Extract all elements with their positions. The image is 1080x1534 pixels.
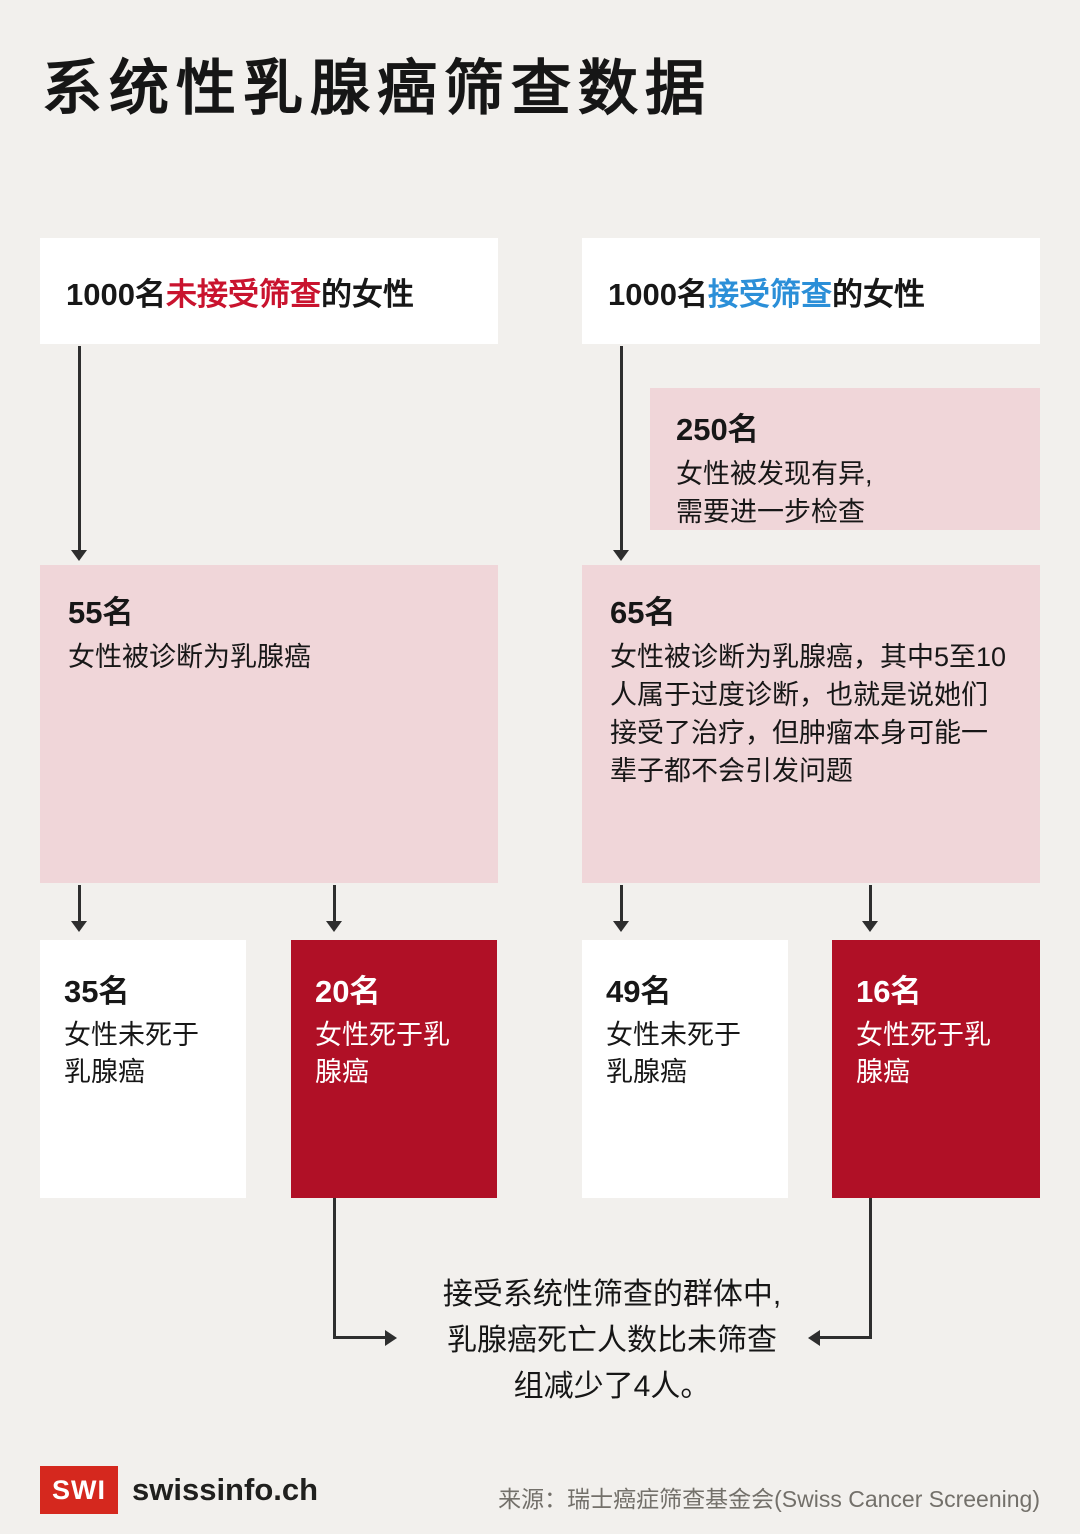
source-text: 来源：瑞士癌症筛查基金会(Swiss Cancer Screening)	[498, 1486, 1040, 1512]
conclusion-line-3: 组减少了4人。	[513, 1370, 711, 1403]
unscreened-died-box: 20名 女性死于乳腺癌	[291, 940, 497, 1198]
conclusion-line-2: 乳腺癌死亡人数比未筛查	[447, 1324, 777, 1357]
screened-survived-count: 49名	[606, 974, 672, 1009]
screened-header-highlight: 接受筛查	[707, 276, 832, 312]
down-arrow-icon	[862, 885, 878, 932]
unscreened-died-text: 女性死于乳腺癌	[315, 1020, 450, 1087]
arrow-horizontal-segment	[820, 1336, 872, 1339]
screened-survived-text: 女性未死于乳腺癌	[606, 1020, 741, 1087]
swi-logo: SWI	[40, 1466, 118, 1514]
screened-died-count: 16名	[856, 974, 922, 1009]
unscreened-header-box: 1000名未接受筛查的女性	[40, 238, 498, 344]
conclusion-text: 接受系统性筛查的群体中, 乳腺癌死亡人数比未筛查 组减少了4人。	[402, 1272, 822, 1410]
recall-box: 250名 女性被发现有异, 需要进一步检查	[650, 388, 1040, 530]
screened-survived-box: 49名 女性未死于乳腺癌	[582, 940, 788, 1198]
screened-header-prefix: 1000名	[608, 276, 708, 312]
arrow-vertical-segment	[333, 1198, 336, 1339]
down-arrow-icon	[71, 885, 87, 932]
screened-diagnosed-text: 女性被诊断为乳腺癌，其中5至10人属于过度诊断，也就是说她们接受了治疗，但肿瘤本…	[610, 642, 1007, 786]
screened-diagnosed-count: 65名	[610, 595, 676, 630]
unscreened-survived-text: 女性未死于乳腺癌	[64, 1020, 199, 1087]
unscreened-diagnosed-count: 55名	[68, 595, 134, 630]
left-arrowhead-icon	[808, 1330, 820, 1346]
unscreened-header-prefix: 1000名	[66, 276, 166, 312]
recall-line-1: 女性被发现有异,	[676, 459, 873, 489]
unscreened-header-suffix: 的女性	[320, 276, 414, 312]
screened-died-box: 16名 女性死于乳腺癌	[832, 940, 1040, 1198]
down-arrow-icon	[613, 885, 629, 932]
screened-diagnosed-box: 65名 女性被诊断为乳腺癌，其中5至10人属于过度诊断，也就是说她们接受了治疗，…	[582, 565, 1040, 883]
arrow-horizontal-segment	[333, 1336, 385, 1339]
unscreened-diagnosed-box: 55名 女性被诊断为乳腺癌	[40, 565, 498, 883]
conclusion-line-1: 接受系统性筛查的群体中,	[442, 1278, 782, 1311]
recall-line-2: 需要进一步检查	[676, 497, 865, 527]
unscreened-header-highlight: 未接受筛查	[165, 276, 321, 312]
unscreened-survived-count: 35名	[64, 974, 130, 1009]
recall-count: 250名	[676, 412, 759, 447]
screened-died-text: 女性死于乳腺癌	[856, 1020, 991, 1087]
unscreened-died-count: 20名	[315, 974, 381, 1009]
brand-name: swissinfo.ch	[132, 1472, 319, 1507]
right-arrowhead-icon	[385, 1330, 397, 1346]
down-arrow-icon	[613, 346, 629, 561]
arrow-vertical-segment	[869, 1198, 872, 1339]
screened-header-box: 1000名接受筛查的女性	[582, 238, 1040, 344]
down-arrow-icon	[326, 885, 342, 932]
unscreened-survived-box: 35名 女性未死于乳腺癌	[40, 940, 246, 1198]
screened-header-suffix: 的女性	[831, 276, 925, 312]
down-arrow-icon	[71, 346, 87, 561]
page-title: 系统性乳腺癌筛查数据	[42, 55, 712, 122]
unscreened-diagnosed-text: 女性被诊断为乳腺癌	[68, 642, 311, 672]
